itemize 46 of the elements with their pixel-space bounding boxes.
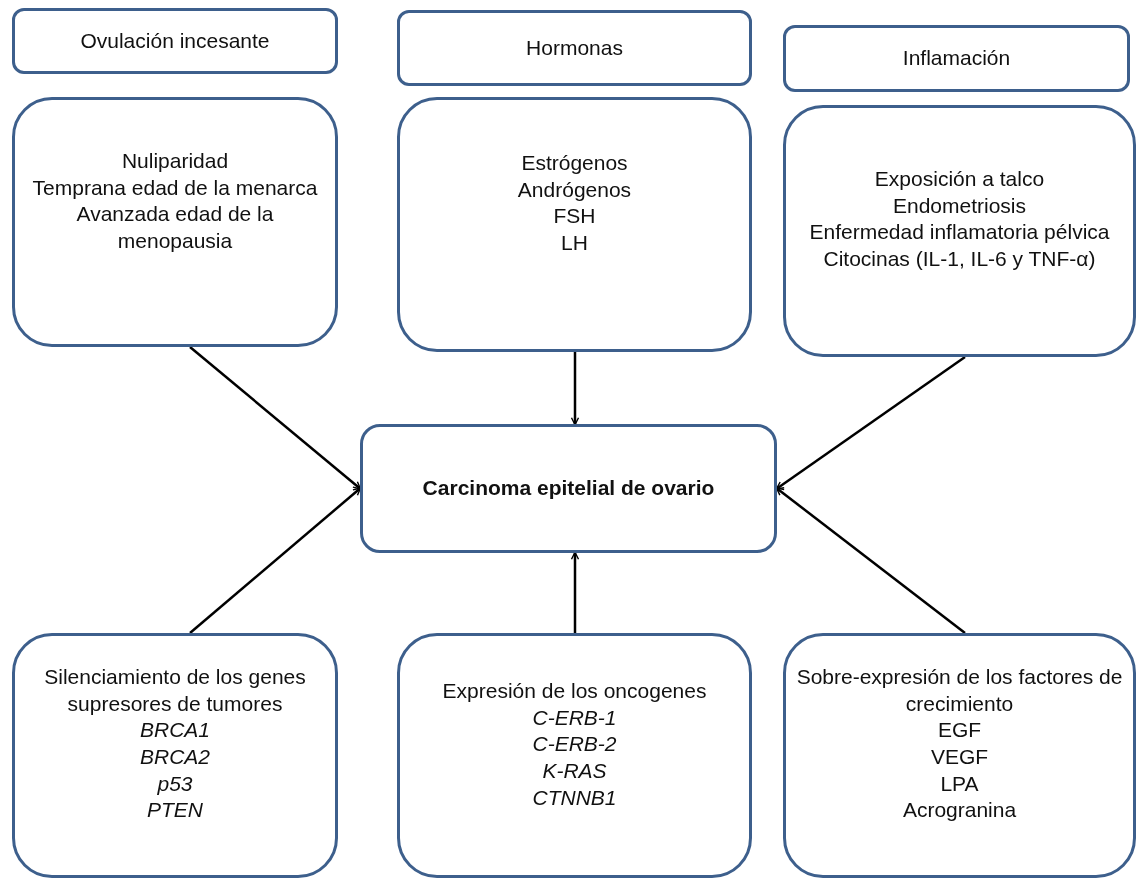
node-text: C-ERB-2 xyxy=(532,731,617,758)
node-text: Avanzada edad de la menopausia xyxy=(75,201,275,254)
node-text: EGF xyxy=(937,717,982,744)
node-text: Hormonas xyxy=(526,34,623,61)
node-text: BRCA1 xyxy=(140,717,210,744)
node-text: K-RAS xyxy=(542,757,607,784)
node-text: BRCA2 xyxy=(140,743,210,770)
rounded-box xyxy=(360,424,777,553)
node-text: Nuliparidad xyxy=(121,148,229,174)
node-text: Temprana edad de la menarca xyxy=(32,174,318,201)
arrow xyxy=(775,355,966,490)
arrow xyxy=(189,346,362,490)
node-text: LPA xyxy=(940,770,979,797)
node-text: FSH xyxy=(553,203,596,230)
arrow xyxy=(570,352,580,426)
node-text: Citocinas (IL-1, IL-6 y TNF-α) xyxy=(823,245,1096,272)
node-text: Endometriosis xyxy=(892,192,1027,219)
rounded-box xyxy=(783,25,1130,92)
node-text: Estrógenos xyxy=(521,150,628,176)
rounded-box xyxy=(397,97,752,352)
node-text: Carcinoma epitelial de ovario xyxy=(422,475,715,502)
rounded-box xyxy=(12,8,338,74)
node-text: CTNNB1 xyxy=(532,784,617,811)
rounded-box xyxy=(397,633,752,878)
node-text: C-ERB-1 xyxy=(532,704,617,731)
node-text: Silenciamiento de los genes supresores de tumores xyxy=(43,664,307,717)
rounded-box xyxy=(397,10,752,86)
rounded-box xyxy=(12,633,338,878)
arrow xyxy=(570,551,580,633)
node-text: VEGF xyxy=(930,743,989,770)
node-text: Acrogranina xyxy=(902,797,1017,824)
node-text: Expresión de los oncogenes xyxy=(442,678,707,704)
node-text: Enfermedad inflamatoria pélvica xyxy=(809,219,1110,246)
node-text: Sobre-expresión de los factores de crecimiento xyxy=(796,664,1123,717)
rounded-box xyxy=(12,97,338,347)
node-text: Andrógenos xyxy=(517,176,632,203)
rounded-box xyxy=(783,633,1136,878)
rounded-box xyxy=(783,105,1136,357)
node-text: Exposición a talco xyxy=(874,166,1045,192)
node-text: Inflamación xyxy=(902,45,1011,72)
node-text: p53 xyxy=(157,770,193,797)
arrow xyxy=(189,487,362,634)
node-text: LH xyxy=(561,229,588,256)
node-text: Ovulación incesante xyxy=(80,27,270,54)
node-text: PTEN xyxy=(147,797,203,824)
arrow xyxy=(775,487,966,634)
